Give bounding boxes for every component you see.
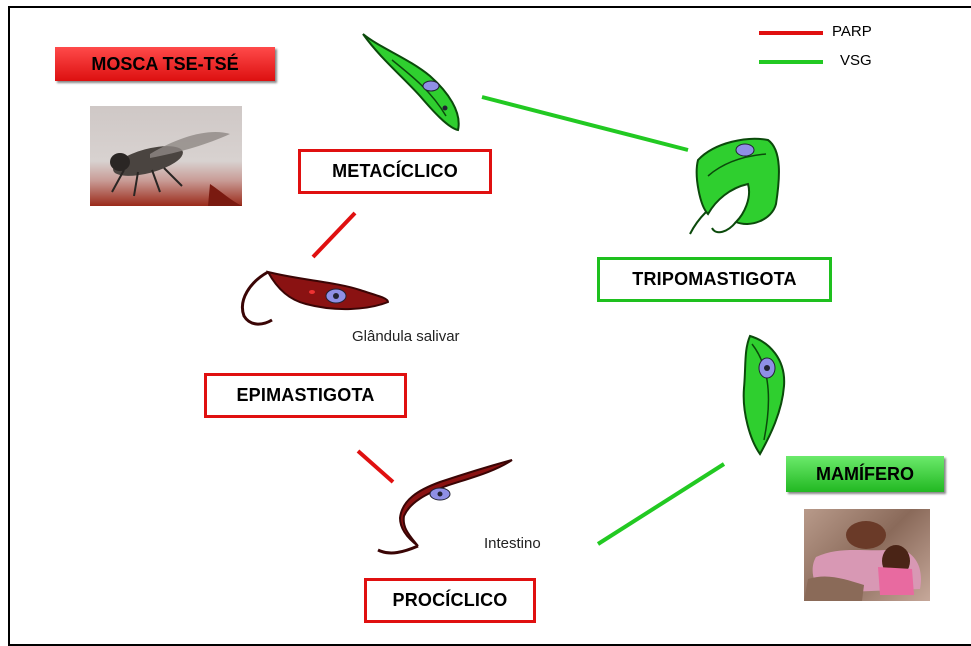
stage-tripomastigota: TRIPOMASTIGOTA xyxy=(597,257,832,302)
mammal-photo xyxy=(804,509,930,601)
location-salivary-gland: Glândula salivar xyxy=(352,328,460,345)
stage-prociclico: PROCÍCLICO xyxy=(364,578,536,623)
trypomastigote-parasite-icon xyxy=(690,139,779,234)
legend-vsg-label: VSG xyxy=(840,52,872,69)
host-fly-label: MOSCA TSE-TSÉ xyxy=(55,47,275,81)
location-intestine: Intestino xyxy=(484,535,541,552)
stage-epimastigota: EPIMASTIGOTA xyxy=(204,373,407,418)
patient-icon xyxy=(804,509,930,601)
bloodstream-parasite-icon xyxy=(744,336,784,454)
legend-parp-label: PARP xyxy=(832,23,872,40)
host-mammal-label: MAMÍFERO xyxy=(786,456,944,492)
connector-epimastigota-prociclico xyxy=(358,451,393,482)
metacyclic-parasite-icon xyxy=(363,34,459,130)
connector-metaciclico-tripomastigota xyxy=(482,97,688,150)
connector-metaciclico-epimastigota xyxy=(313,213,355,257)
fly-icon xyxy=(90,106,242,206)
connector-prociclico-mammal xyxy=(598,464,724,544)
stage-metaciclico: METACÍCLICO xyxy=(298,149,492,194)
tsetse-fly-photo xyxy=(90,106,242,206)
epimastigote-parasite-icon xyxy=(242,272,388,324)
